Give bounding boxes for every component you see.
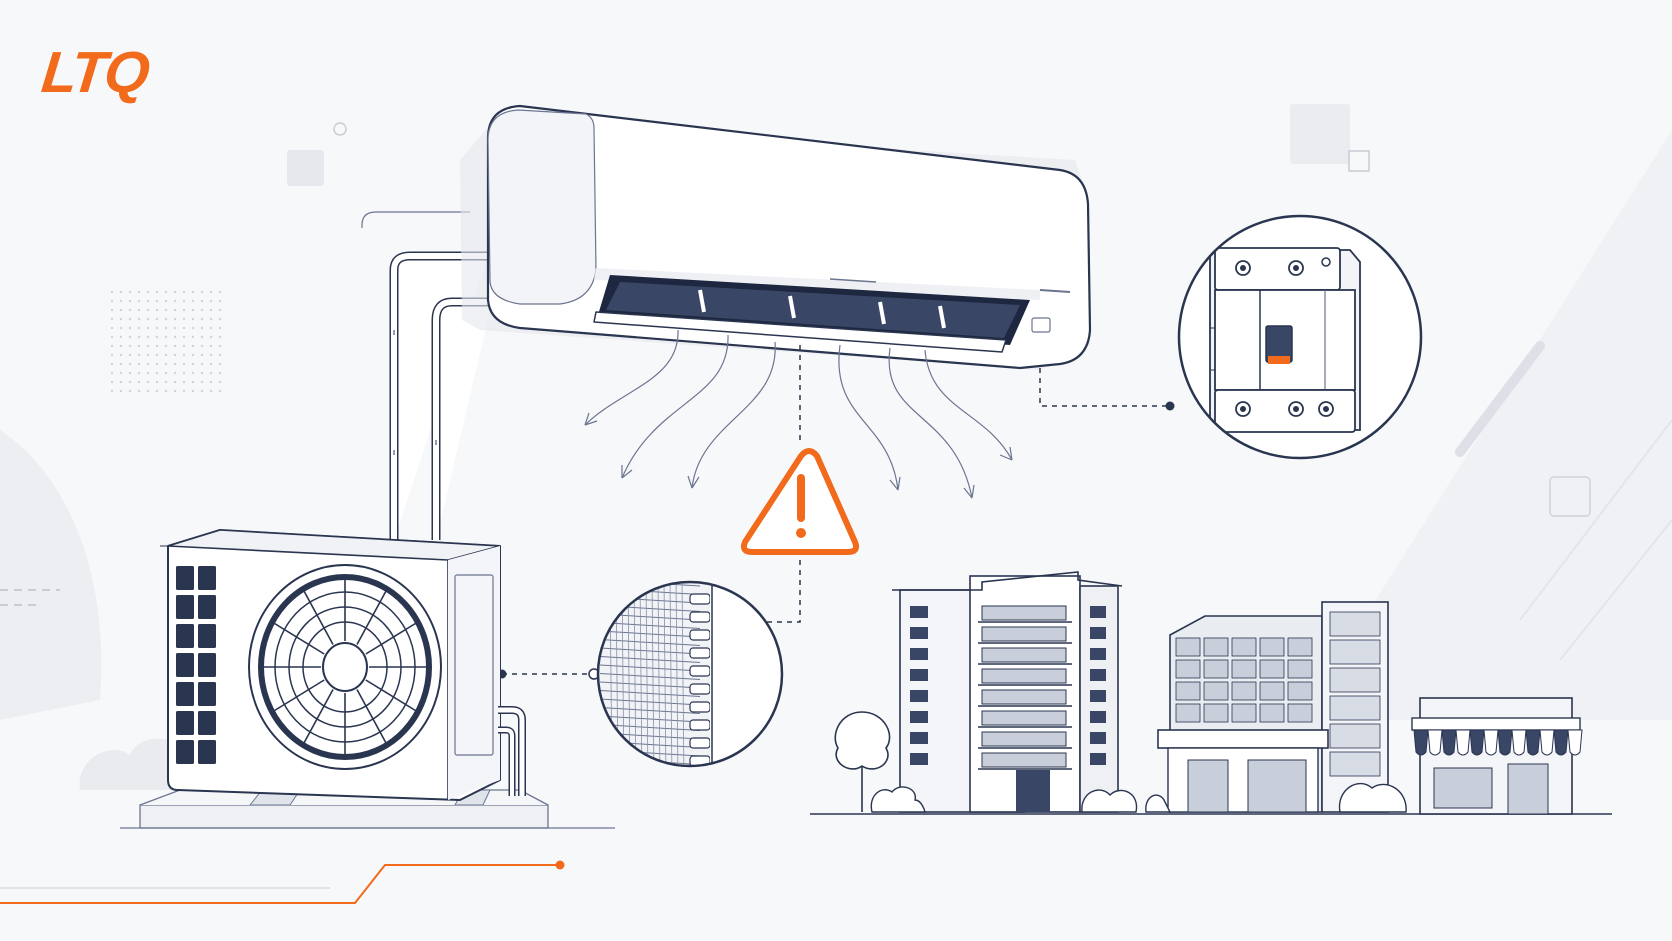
office-building — [1157, 601, 1389, 813]
buildings-cityscape — [810, 571, 1612, 815]
airflow-arrows — [584, 329, 1013, 499]
apartment-building — [892, 571, 1123, 813]
warning-triangle-icon — [740, 448, 860, 555]
circuit-breaker-icon — [1177, 214, 1423, 460]
outdoor-condenser-unit — [120, 529, 615, 829]
refrigerant-pipes — [361, 211, 492, 540]
indoor-ac-unit — [460, 104, 1092, 370]
condenser-coil-icon — [596, 580, 784, 768]
fan-grille — [248, 564, 442, 770]
callout-lines — [497, 345, 1175, 680]
side-louvers — [176, 566, 216, 764]
dot-grid — [110, 290, 222, 393]
fan-spokes — [259, 575, 431, 759]
shop-building — [1411, 697, 1583, 815]
trees — [834, 711, 1407, 813]
